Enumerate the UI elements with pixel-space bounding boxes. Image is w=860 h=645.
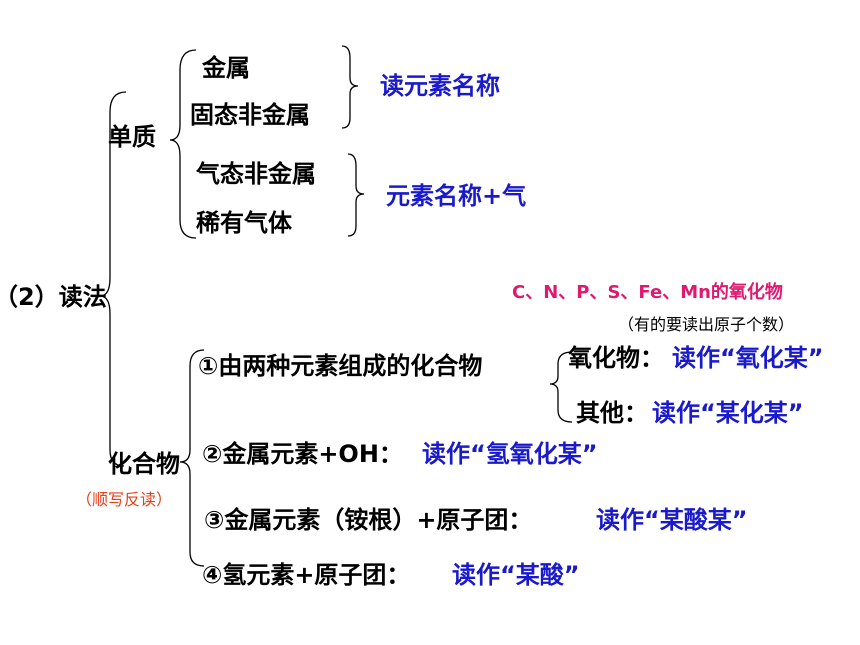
solid-nonmetal-label: 固态非金属 — [190, 101, 310, 129]
metal-group-rule: 读元素名称 — [380, 72, 500, 100]
gas-nonmetal-label: 气态非金属 — [196, 160, 316, 188]
rule3-text: ③金属元素（铵根）+原子团： — [204, 506, 533, 534]
simple-substance-label: 单质 — [108, 123, 156, 151]
other-read: 读作“某化某” — [652, 399, 804, 427]
oxide-note: C、N、P、S、Fe、Mn的氧化物 — [512, 282, 783, 303]
rule3-read: 读作“某酸某” — [596, 506, 748, 534]
root-label: （2）读法 — [0, 283, 107, 311]
noble-gas-label: 稀有气体 — [196, 209, 292, 237]
rule2-text: ②金属元素+OH： — [202, 440, 403, 468]
gas-group-brace — [347, 153, 365, 237]
oxide-label: 氧化物： — [568, 344, 664, 372]
compound-brace — [179, 349, 205, 567]
rule4-read: 读作“某酸” — [452, 561, 580, 589]
metal-label: 金属 — [202, 54, 250, 82]
oxide-note-sub: （有的要读出原子个数） — [618, 315, 795, 334]
rule4-text: ④氢元素+原子团： — [202, 561, 411, 589]
binary-compound-brace — [549, 351, 573, 423]
compound-label: 化合物 — [108, 450, 180, 478]
simple-brace — [169, 49, 197, 239]
rule1-text: ①由两种元素组成的化合物 — [198, 352, 483, 380]
metal-group-brace — [341, 45, 359, 129]
gas-group-rule: 元素名称+气 — [386, 182, 527, 210]
oxide-read: 读作“氧化某” — [672, 344, 824, 372]
rule2-read: 读作“氢氧化某” — [422, 440, 598, 468]
main-brace — [99, 91, 127, 467]
other-label: 其他： — [576, 399, 648, 427]
compound-note: （顺写反读） — [76, 490, 173, 509]
